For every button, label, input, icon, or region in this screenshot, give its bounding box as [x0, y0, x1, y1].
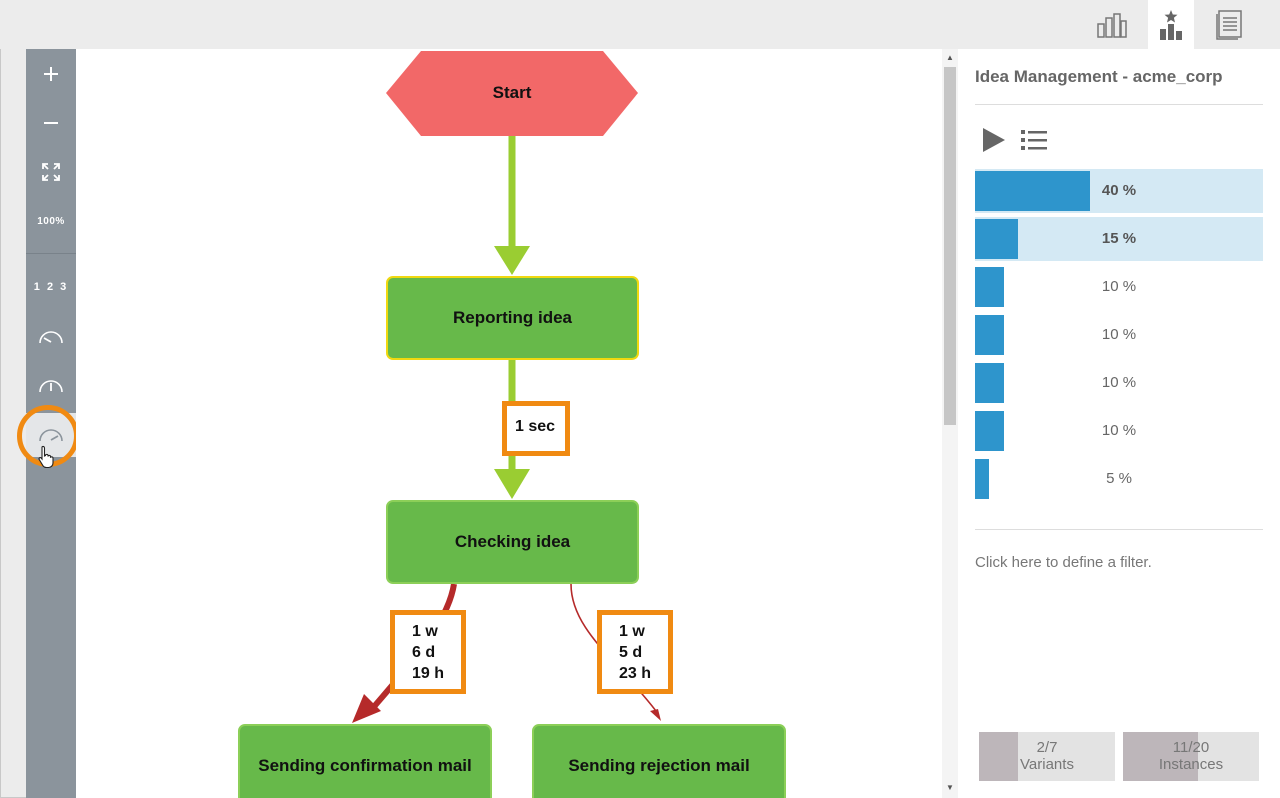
variants-progress-fill: [979, 732, 1018, 781]
tab-statistics[interactable]: [1089, 0, 1135, 49]
variant-row[interactable]: 5 %: [975, 457, 1263, 501]
divider: [975, 529, 1263, 530]
variant-frequency-bar: [975, 315, 1004, 355]
play-icon[interactable]: [982, 127, 1006, 153]
variants-counter-text: 2/7 Variants: [979, 739, 1115, 773]
document-icon: [1216, 9, 1242, 40]
zoom-in-icon: [44, 67, 58, 81]
tab-variants[interactable]: [1148, 0, 1194, 49]
node-sending-rejection-mail[interactable]: Sending rejection mail: [532, 724, 786, 798]
duration-label-checking-confirmation: 1 w 6 d 19 h: [390, 610, 466, 694]
fit-screen-button[interactable]: [26, 150, 76, 194]
duration-value: 1 w: [619, 623, 645, 640]
panel-title: Idea Management - acme_corp: [975, 67, 1223, 86]
variant-percentage: 10 %: [1101, 422, 1137, 439]
vertical-scrollbar[interactable]: ▲ ▼: [942, 49, 958, 798]
duration-value: 19 h: [412, 665, 445, 682]
zoom-100-button[interactable]: 100%: [26, 199, 76, 243]
node-label: Checking idea: [454, 532, 571, 551]
gauge-low-icon: [39, 331, 63, 344]
node-label: Sending confirmation mail: [258, 756, 472, 775]
variant-row[interactable]: 40 %: [975, 169, 1263, 213]
variant-row[interactable]: 10 %: [975, 265, 1263, 309]
variant-row[interactable]: 10 %: [975, 409, 1263, 453]
zoom-out-button[interactable]: [26, 101, 76, 145]
variants-counter[interactable]: 2/7 Variants: [979, 732, 1115, 781]
variants-label: Variants: [1020, 756, 1074, 773]
process-diagram-canvas[interactable]: Start Reporting idea Checking idea Sendi…: [76, 49, 942, 798]
top-bar: [0, 0, 1280, 49]
zoom-in-button[interactable]: [26, 52, 76, 96]
duration-value: 6 d: [412, 644, 436, 661]
scroll-down-icon[interactable]: ▼: [946, 783, 954, 792]
zoom-level-label: 100%: [37, 215, 65, 227]
list-icon[interactable]: [1021, 129, 1047, 151]
arrow-head-icon: [352, 694, 381, 723]
duration-value: 1 sec: [515, 418, 556, 435]
variant-percentage: 10 %: [1101, 374, 1137, 391]
zoom-out-icon: [44, 122, 58, 124]
toolbar-separator: [26, 253, 76, 254]
variants-panel: Idea Management - acme_corp 40 % 15 % 10 %…: [958, 49, 1280, 798]
define-filter-link[interactable]: Click here to define a filter.: [975, 554, 1152, 571]
divider: [975, 104, 1263, 105]
duration-value: 23 h: [619, 665, 652, 682]
arrow-head-icon: [494, 246, 530, 275]
duration-label-reporting-checking: 1 sec: [502, 401, 570, 456]
variant-row[interactable]: 15 %: [975, 217, 1263, 261]
variant-percentage: 15 %: [1101, 230, 1137, 247]
instances-progress-fill: [1123, 732, 1198, 781]
show-frequency-button[interactable]: 1 2 3: [26, 265, 76, 309]
duration-value: 1 w: [412, 623, 438, 640]
tab-documents[interactable]: [1206, 0, 1252, 49]
variant-frequency-bar: [975, 219, 1018, 259]
variant-row[interactable]: 10 %: [975, 313, 1263, 357]
gauge-mid-icon: [39, 380, 63, 393]
variant-frequency-bar: [975, 267, 1004, 307]
node-checking-idea[interactable]: Checking idea: [386, 500, 639, 584]
arrow-head-icon: [650, 709, 661, 721]
variant-frequency-bar: [975, 363, 1004, 403]
scrollbar-thumb[interactable]: [944, 67, 956, 425]
duration-value: 5 d: [619, 644, 643, 661]
variant-row[interactable]: 10 %: [975, 361, 1263, 405]
node-label: Sending rejection mail: [568, 756, 750, 775]
start-node-label[interactable]: Start: [492, 83, 532, 102]
hand-cursor-icon: [38, 445, 54, 469]
variant-percentage: 10 %: [1101, 278, 1137, 295]
variant-percentage: 40 %: [1101, 182, 1137, 199]
variant-frequency-bar: [975, 171, 1090, 211]
arrow-head-icon: [494, 469, 530, 499]
gauge-low-button[interactable]: [26, 315, 76, 359]
variant-percentage: 5 %: [1106, 470, 1132, 487]
gauge-mid-button[interactable]: [26, 364, 76, 408]
instances-counter[interactable]: 11/20 Instances: [1123, 732, 1259, 781]
variants-count: 2/7: [1036, 739, 1058, 756]
variant-frequency-bar: [975, 459, 989, 499]
node-sending-confirmation-mail[interactable]: Sending confirmation mail: [238, 724, 492, 798]
bar-chart-icon: [1097, 12, 1127, 38]
fit-screen-icon: [42, 163, 60, 181]
numbers-label: 1 2 3: [33, 281, 69, 293]
instances-counter-text: 11/20 Instances: [1123, 739, 1259, 773]
variant-percentage: 10 %: [1101, 326, 1137, 343]
duration-label-checking-rejection: 1 w 5 d 23 h: [597, 610, 673, 694]
instances-count: 11/20: [1172, 739, 1210, 756]
node-label: Reporting idea: [452, 308, 572, 327]
instances-label: Instances: [1158, 756, 1224, 773]
variant-frequency-bar: [975, 411, 1004, 451]
scroll-up-icon[interactable]: ▲: [946, 53, 954, 62]
node-reporting-idea[interactable]: Reporting idea: [386, 276, 639, 360]
start-node-shape: [386, 51, 638, 136]
starred-chart-icon: [1160, 9, 1182, 40]
